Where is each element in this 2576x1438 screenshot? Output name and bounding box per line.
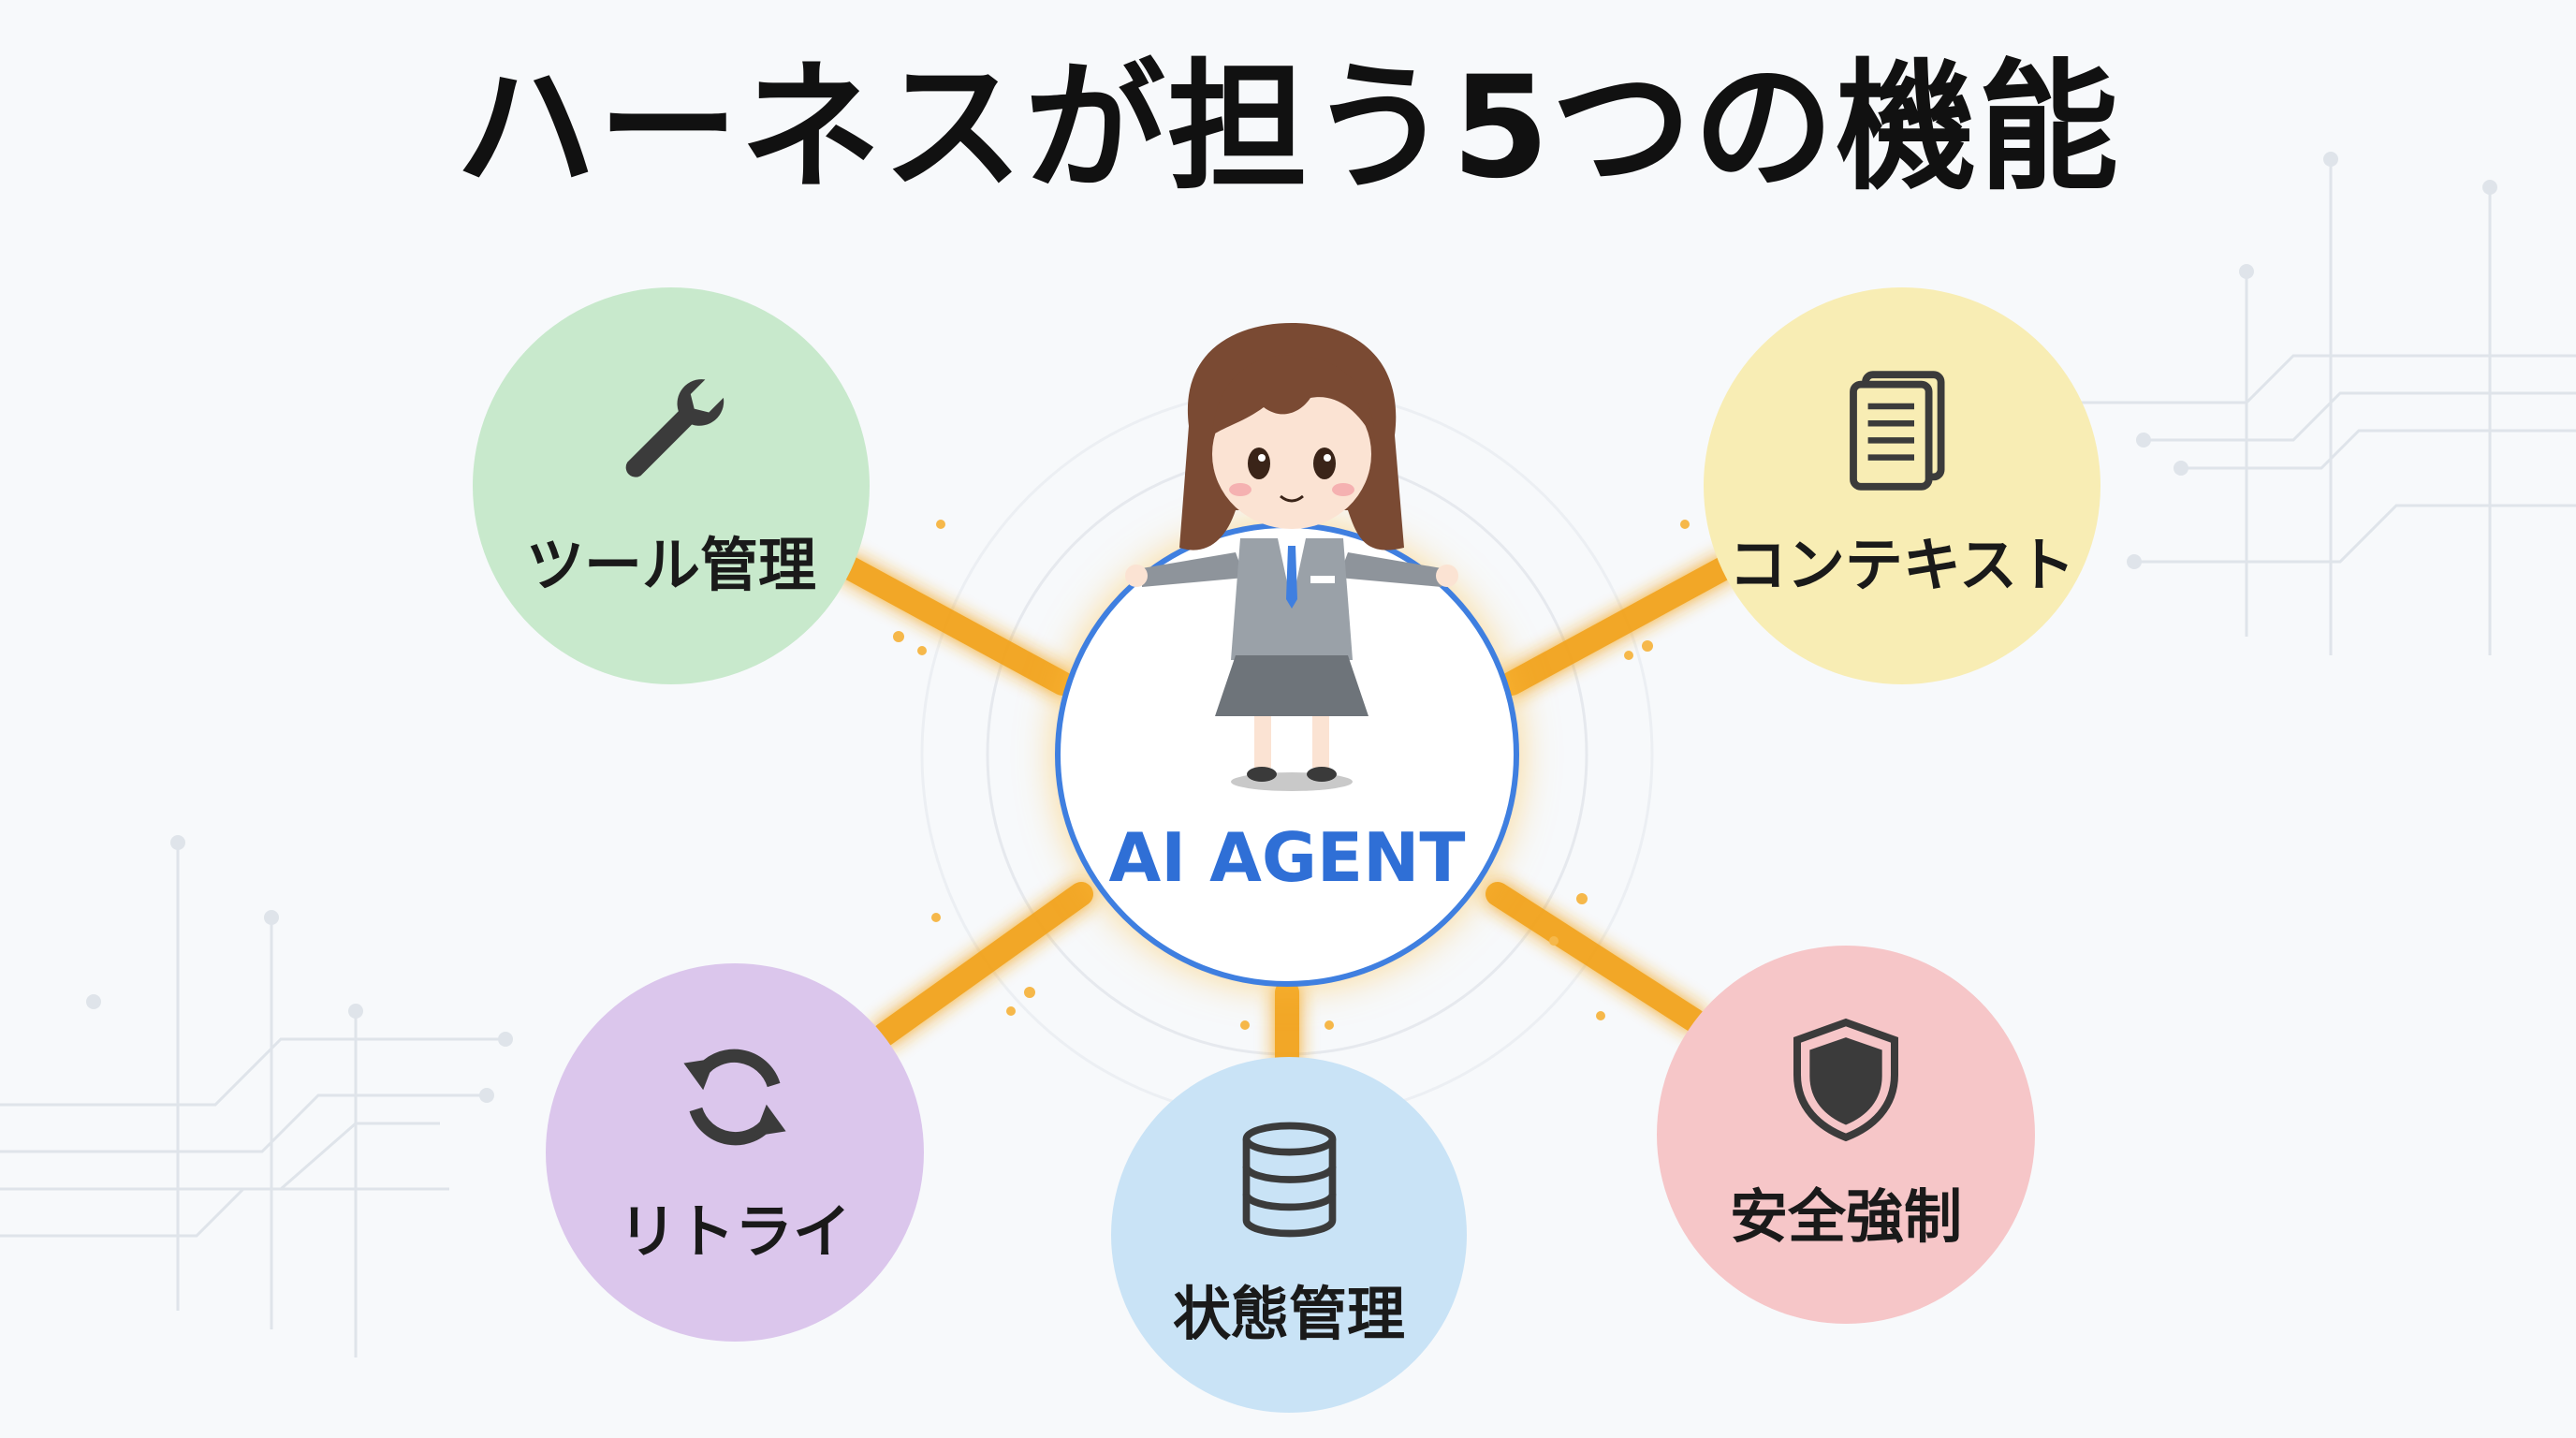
node-retry: リトライ	[546, 963, 924, 1342]
node-label: コンテキスト	[1728, 531, 2076, 599]
node-label: リトライ	[618, 1197, 851, 1266]
wrench-icon	[610, 370, 732, 492]
connector-safety	[1486, 882, 1706, 1033]
node-safety-enforcement: 安全強制	[1657, 946, 2035, 1324]
refresh-icon	[674, 1036, 796, 1158]
document-icon	[1846, 370, 1958, 492]
connector-retry	[872, 882, 1093, 1047]
database-icon	[1236, 1119, 1343, 1240]
connector-tools	[835, 554, 1075, 696]
center-label: AI AGENT	[1108, 818, 1466, 897]
node-label: 安全強制	[1729, 1181, 1962, 1251]
shield-icon	[1790, 1017, 1902, 1143]
node-context: コンテキスト	[1704, 287, 2100, 684]
node-label: ツール管理	[525, 531, 816, 599]
connector-context	[1500, 554, 1739, 696]
node-state-management: 状態管理	[1111, 1057, 1467, 1413]
node-tool-management: ツール管理	[473, 287, 870, 684]
agent-character-illustration	[1125, 323, 1458, 791]
page-title: ハーネスが担う5つの機能	[455, 47, 2121, 210]
node-label: 状態管理	[1172, 1280, 1405, 1348]
